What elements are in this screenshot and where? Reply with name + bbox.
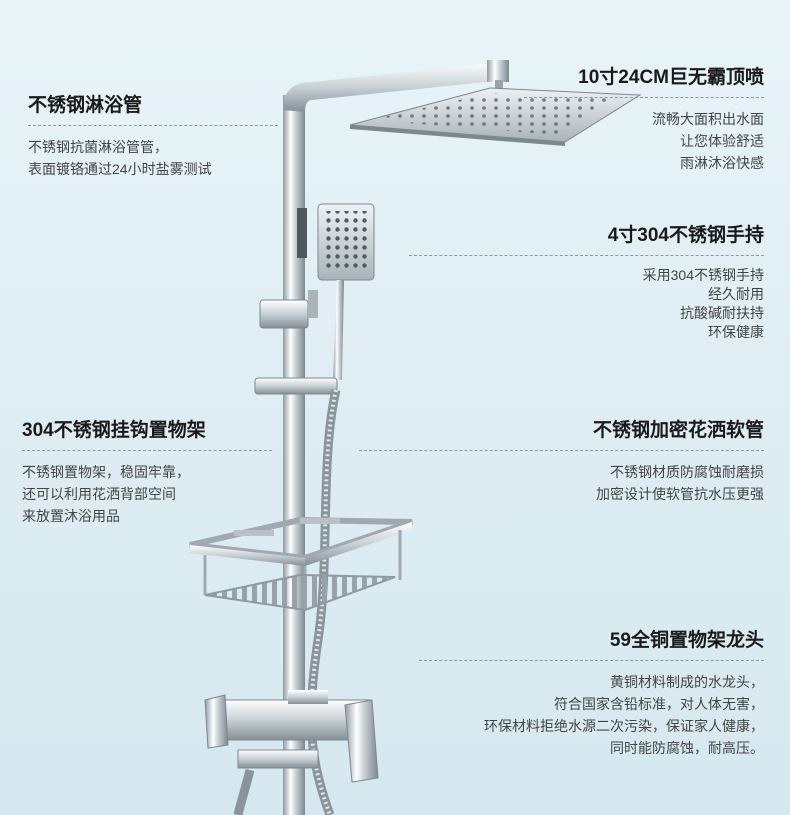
divider (419, 660, 764, 661)
faucet-desc-2: 符合国家含铅标准，对人体无害， (554, 696, 764, 712)
pipe-desc-2: 表面镀铬通过24小时盐雾测试 (28, 161, 212, 177)
hand-shower-desc-4: 环保健康 (708, 324, 764, 340)
top-shower-title: 10寸24CM巨无霸顶喷 (578, 67, 764, 88)
storage-rack (189, 516, 413, 612)
rack-desc-2: 还可以利用花洒背部空间 (22, 486, 176, 502)
hand-shower-desc-3: 抗酸碱耐扶持 (680, 305, 764, 321)
rack-desc-1: 不锈钢置物架，稳固牢靠， (22, 464, 190, 480)
faucet-body (204, 690, 379, 783)
pipe-title: 不锈钢淋浴管 (28, 95, 143, 116)
annotation-pipe: 不锈钢淋浴管 不锈钢抗菌淋浴管管， 表面镀铬通过24小时盐雾测试 (28, 90, 278, 180)
annotation-faucet: 59全铜置物架龙头 黄铜材料制成的水龙头， 符合国家含铅标准，对人体无害， 环保… (419, 625, 764, 759)
top-shower-desc-2: 让您体验舒适 (680, 133, 764, 149)
faucet-desc-4: 同时能防腐蚀，耐高压。 (610, 740, 764, 756)
hand-shower-desc-1: 采用304不锈钢手持 (642, 267, 764, 283)
divider (359, 450, 764, 451)
divider (22, 450, 272, 451)
divider (524, 97, 764, 98)
hand-shower (254, 203, 375, 395)
pipe-desc-1: 不锈钢抗菌淋浴管管， (28, 139, 168, 155)
rack-title: 304不锈钢挂钩置物架 (22, 420, 206, 441)
hose-desc-2: 加密设计使软管抗水压更强 (596, 486, 764, 502)
annotation-rack: 304不锈钢挂钩置物架 不锈钢置物架，稳固牢靠， 还可以利用花洒背部空间 来放置… (22, 415, 272, 527)
faucet-title: 59全铜置物架龙头 (609, 630, 764, 651)
hose-desc-1: 不锈钢材质防腐蚀耐磨损 (610, 464, 764, 480)
annotation-hose: 不锈钢加密花洒软管 不锈钢材质防腐蚀耐磨损 加密设计使软管抗水压更强 (359, 415, 764, 505)
divider (409, 255, 764, 256)
hand-shower-desc-2: 经久耐用 (708, 286, 764, 302)
faucet-desc-3: 环保材料拒绝水源二次污染，保证家人健康， (484, 718, 764, 734)
top-shower-desc-3: 雨淋沐浴快感 (680, 155, 764, 171)
rain-shower-head (349, 87, 642, 146)
top-shower-desc-1: 流畅大面积出水面 (652, 111, 764, 127)
annotation-top-shower: 10寸24CM巨无霸顶喷 流畅大面积出水面 让您体验舒适 雨淋沐浴快感 (524, 62, 764, 174)
annotation-hand-shower: 4寸304不锈钢手持 采用304不锈钢手持 经久耐用 抗酸碱耐扶持 环保健康 (409, 220, 764, 342)
hose-title: 不锈钢加密花洒软管 (592, 420, 764, 441)
hand-shower-title: 4寸304不锈钢手持 (607, 225, 764, 246)
divider (28, 125, 278, 126)
faucet-desc-1: 黄铜材料制成的水龙头， (610, 674, 764, 690)
rack-desc-3: 来放置沐浴用品 (22, 508, 120, 524)
